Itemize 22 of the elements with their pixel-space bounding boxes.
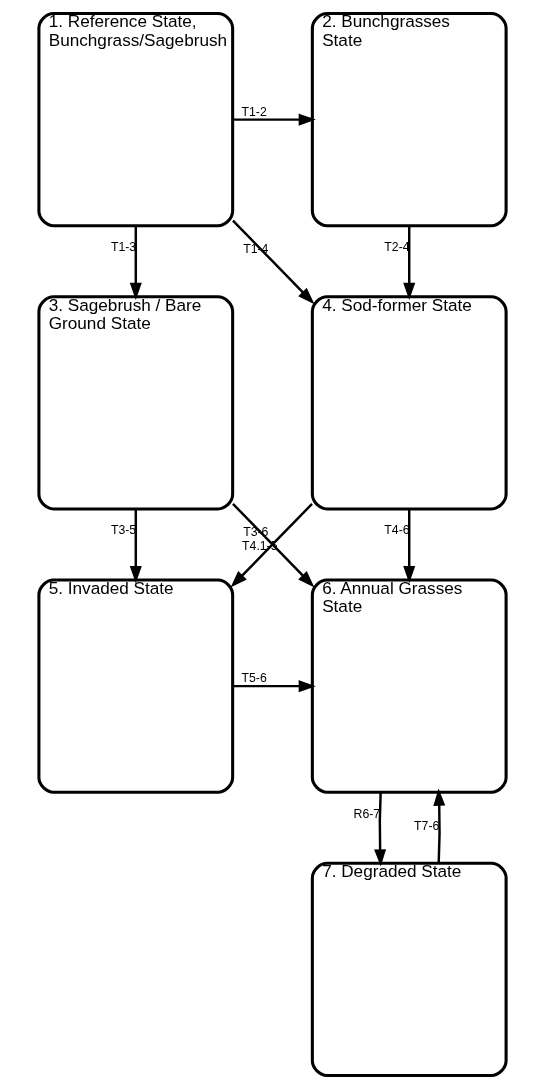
arrow: [129, 225, 142, 301]
node-box: 2. Bunchgrasses State: [310, 12, 508, 228]
arrow: [403, 225, 416, 301]
edge-label: T2-4: [384, 240, 410, 255]
arrow: [403, 509, 416, 584]
edge-label: T5-6: [241, 671, 267, 686]
node-box: 1. Reference State, Bunchgrass/Sagebrush: [37, 12, 235, 228]
arrow: [233, 680, 316, 693]
arrow: [374, 792, 387, 867]
arrow: [129, 509, 142, 584]
node-box: 4. Sod-former State: [310, 295, 508, 511]
edge-label: R6-7: [353, 806, 381, 821]
node-box: 5. Invaded State: [37, 578, 235, 794]
edge-label: T1-3: [110, 240, 137, 255]
edge-label: T1-2: [241, 104, 267, 119]
edge-label: T3-5: [110, 523, 137, 538]
arrow: [232, 219, 315, 305]
arrow: [433, 788, 446, 863]
arrow: [233, 113, 316, 126]
node-box: 7. Degraded State: [310, 861, 508, 1077]
node-box: 6. Annual Grasses State: [310, 578, 508, 794]
node-box: 3. Sagebrush / Bare Ground State: [37, 295, 235, 511]
